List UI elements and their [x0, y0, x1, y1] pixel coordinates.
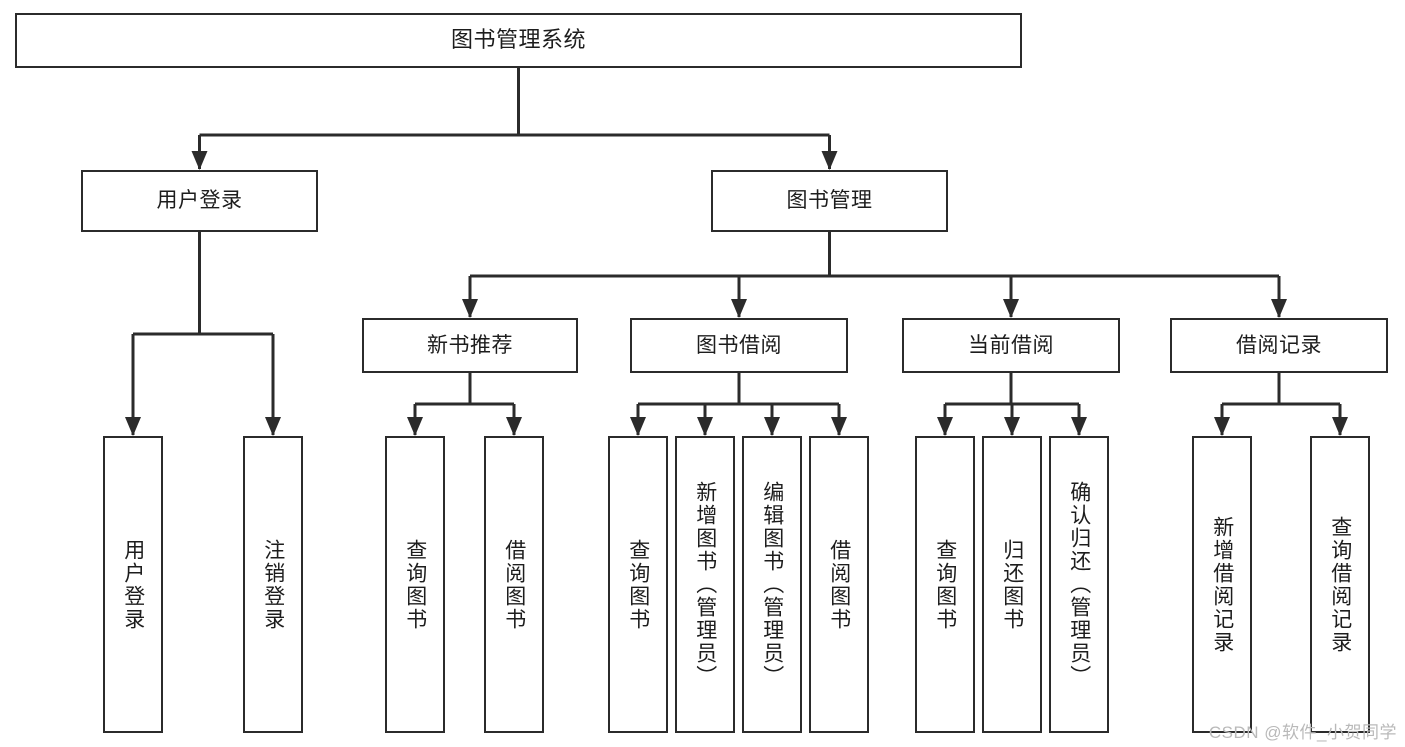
node-leaf-edit-book[interactable]: 编辑图书（管理员）	[742, 436, 802, 733]
arrowhead	[1271, 299, 1287, 318]
node-label: 借阅图书	[502, 538, 526, 631]
node-label: 图书借阅	[696, 333, 782, 357]
node-book-borrow[interactable]: 图书借阅	[630, 318, 848, 373]
arrowhead	[462, 299, 478, 318]
arrowhead	[506, 417, 522, 436]
node-label: 新增图书（管理员）	[693, 481, 717, 688]
arrowhead	[265, 417, 281, 436]
node-label: 借阅图书	[827, 538, 851, 631]
node-leaf-query-book-1[interactable]: 查询图书	[385, 436, 445, 733]
node-leaf-query-book-3[interactable]: 查询图书	[915, 436, 975, 733]
arrowhead	[191, 151, 208, 170]
node-label: 注销登录	[261, 538, 285, 631]
node-root[interactable]: 图书管理系统	[15, 13, 1022, 68]
arrowhead	[407, 417, 423, 436]
node-label: 图书管理系统	[450, 27, 586, 53]
node-current-borrow[interactable]: 当前借阅	[902, 318, 1120, 373]
node-label: 图书管理	[786, 189, 873, 213]
node-label: 用户登录	[156, 189, 243, 213]
node-leaf-user-login[interactable]: 用户登录	[103, 436, 163, 733]
node-label: 新书推荐	[427, 333, 513, 357]
arrowhead	[125, 417, 141, 436]
node-user-login[interactable]: 用户登录	[81, 170, 318, 232]
node-leaf-confirm-return[interactable]: 确认归还（管理员）	[1049, 436, 1109, 733]
arrowhead	[831, 417, 847, 436]
node-label: 查询图书	[403, 538, 427, 631]
node-label: 用户登录	[121, 538, 145, 631]
node-leaf-add-book[interactable]: 新增图书（管理员）	[675, 436, 735, 733]
arrowhead	[630, 417, 646, 436]
node-borrow-record[interactable]: 借阅记录	[1170, 318, 1388, 373]
node-leaf-logout[interactable]: 注销登录	[243, 436, 303, 733]
arrowhead	[937, 417, 953, 436]
node-label: 编辑图书（管理员）	[760, 481, 784, 688]
node-label: 归还图书	[1000, 538, 1024, 631]
arrowhead	[1214, 417, 1230, 436]
node-label: 当前借阅	[968, 333, 1054, 357]
arrowhead	[697, 417, 713, 436]
node-book-manage[interactable]: 图书管理	[711, 170, 948, 232]
node-leaf-borrow-book-2[interactable]: 借阅图书	[809, 436, 869, 733]
node-label: 查询借阅记录	[1328, 515, 1352, 654]
node-label: 查询图书	[933, 538, 957, 631]
arrowhead	[1003, 299, 1019, 318]
node-leaf-query-book-2[interactable]: 查询图书	[608, 436, 668, 733]
node-label: 借阅记录	[1236, 333, 1322, 357]
node-new-book-recommend[interactable]: 新书推荐	[362, 318, 578, 373]
arrowhead	[1071, 417, 1087, 436]
arrowhead	[1004, 417, 1020, 436]
arrowhead	[821, 151, 838, 170]
arrowhead	[731, 299, 747, 318]
arrowhead	[764, 417, 780, 436]
node-leaf-query-record[interactable]: 查询借阅记录	[1310, 436, 1370, 733]
node-leaf-borrow-book-1[interactable]: 借阅图书	[484, 436, 544, 733]
node-label: 查询图书	[626, 538, 650, 631]
node-leaf-add-record[interactable]: 新增借阅记录	[1192, 436, 1252, 733]
node-label: 确认归还（管理员）	[1067, 481, 1091, 688]
arrowhead	[1332, 417, 1348, 436]
node-leaf-return-book[interactable]: 归还图书	[982, 436, 1042, 733]
node-label: 新增借阅记录	[1210, 515, 1234, 654]
